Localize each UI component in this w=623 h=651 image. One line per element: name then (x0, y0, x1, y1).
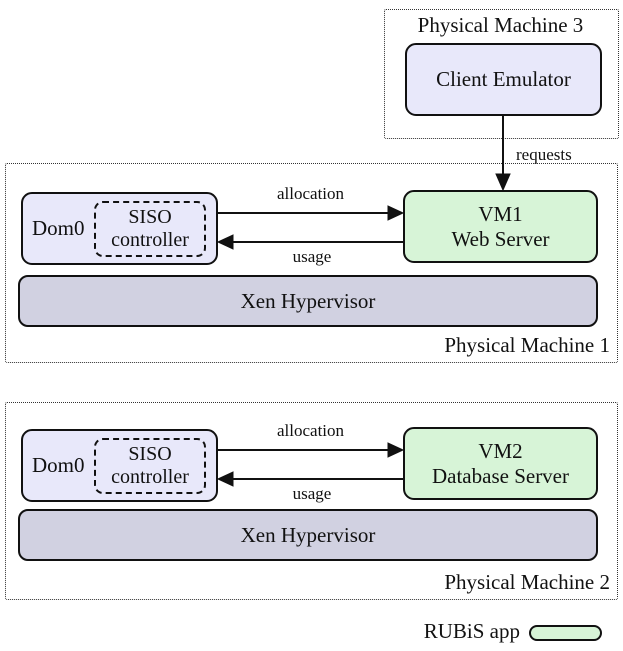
pm2-siso-controller-node: SISO controller (94, 437, 206, 494)
pm1-vm1-node: VM1 Web Server (403, 190, 598, 263)
pm1-siso-line2: controller (111, 228, 189, 251)
pm1-siso-controller-node: SISO controller (94, 200, 206, 257)
client-emulator-node: Client Emulator (405, 43, 602, 116)
pm2-dom0-label: Dom0 (32, 453, 85, 478)
pm1-xen-hypervisor-node: Xen Hypervisor (18, 275, 598, 327)
requests-label: requests (516, 145, 572, 164)
physical-machine-1-title: Physical Machine 1 (444, 333, 610, 357)
vm2-role: Database Server (431, 463, 569, 488)
pm2-siso-line2: controller (111, 465, 189, 488)
pm1-allocation-label: allocation (276, 184, 345, 203)
pm2-usage-label: usage (292, 484, 332, 503)
pm2-xen-hypervisor-node: Xen Hypervisor (18, 509, 598, 561)
physical-machine-3-group (384, 9, 619, 139)
pm2-dom0-inner: Dom0 SISO controller (23, 437, 216, 494)
vm2-name: VM2 (478, 438, 523, 463)
client-emulator-label: Client Emulator (436, 67, 571, 92)
legend-rubis-pill-icon (529, 625, 602, 641)
pm2-vm2-node: VM2 Database Server (403, 427, 598, 500)
pm2-siso-line1: SISO (128, 442, 172, 465)
pm1-dom0-label: Dom0 (32, 216, 85, 241)
pm2-allocation-label: allocation (276, 421, 345, 440)
physical-machine-2-title: Physical Machine 2 (444, 570, 610, 594)
physical-machine-1-group (5, 163, 618, 363)
physical-machine-3-title: Physical Machine 3 (417, 13, 584, 37)
pm1-dom0-inner: Dom0 SISO controller (23, 200, 216, 257)
pm1-dom0-node: Dom0 SISO controller (21, 192, 218, 265)
vm1-name: VM1 (478, 201, 523, 226)
pm1-usage-label: usage (292, 247, 332, 266)
vm1-role: Web Server (451, 226, 550, 251)
pm2-dom0-node: Dom0 SISO controller (21, 429, 218, 502)
pm1-xen-label: Xen Hypervisor (240, 288, 376, 313)
legend-label: RUBiS app (423, 619, 520, 643)
pm1-siso-line1: SISO (128, 205, 172, 228)
physical-machine-2-group (5, 402, 618, 600)
pm2-xen-label: Xen Hypervisor (240, 522, 376, 547)
